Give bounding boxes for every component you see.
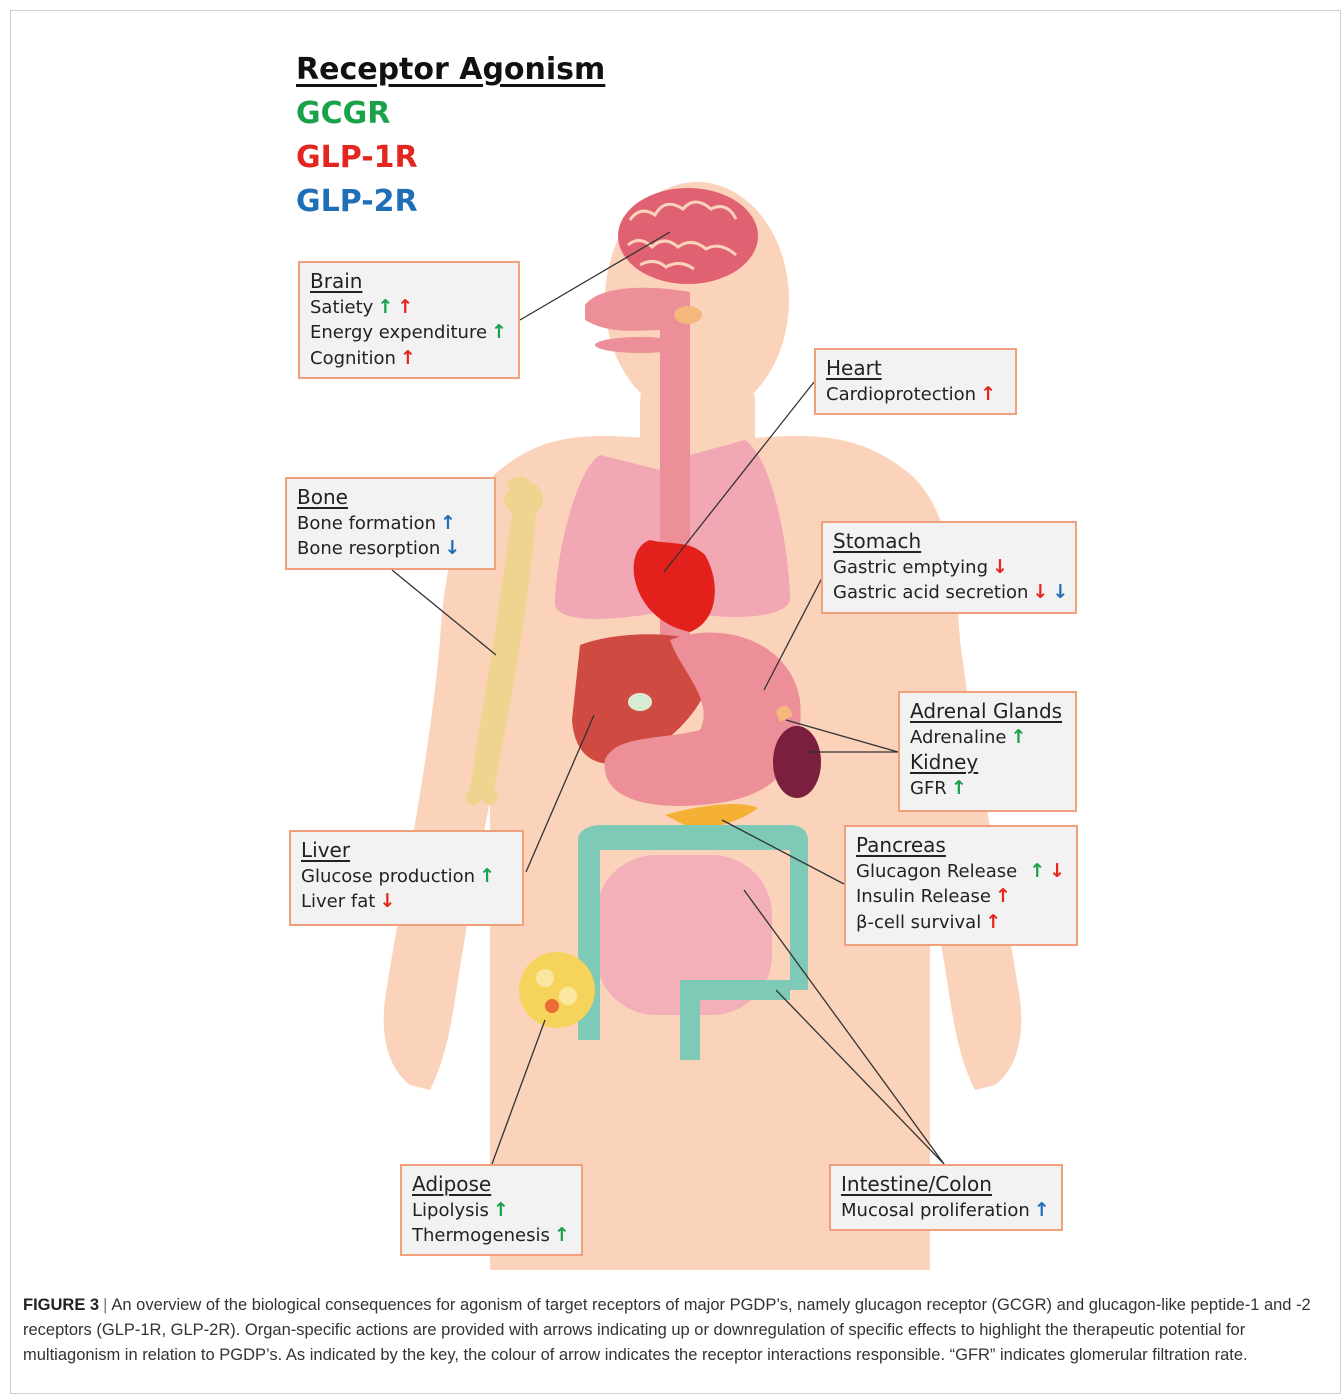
caption-separator: | (103, 1296, 107, 1314)
liver-box: Liver Glucose production↑ Liver fat↓ (289, 830, 524, 926)
intestine-box: Intestine/Colon Mucosal proliferation↑ (829, 1164, 1063, 1231)
up-arrow-icon: ↑ (1010, 726, 1026, 748)
pancreas-row-insulin: Insulin Release↑ (856, 884, 1066, 910)
adipose-heading: Adipose (412, 1172, 571, 1198)
heart-box: Heart Cardioprotection↑ (814, 348, 1017, 415)
brain-heading: Brain (310, 269, 508, 295)
up-arrow-icon: ↑ (377, 296, 393, 318)
kidney-row-gfr: GFR↑ (910, 776, 1065, 802)
adipose-row-thermogenesis: Thermogenesis↑ (412, 1223, 571, 1249)
stomach-row-acid: Gastric acid secretion↓↓ (833, 580, 1065, 606)
down-arrow-icon: ↓ (1052, 581, 1068, 603)
salivary-gland (674, 306, 702, 324)
up-arrow-icon: ↑ (554, 1224, 570, 1246)
down-arrow-icon: ↓ (1032, 581, 1048, 603)
bone-box: Bone Bone formation↑ Bone resorption↓ (285, 477, 496, 570)
up-arrow-icon: ↑ (397, 296, 413, 318)
pancreas-box: Pancreas Glucagon Release↑↓ Insulin Rele… (844, 825, 1078, 946)
adrenal-kidney-box: Adrenal Glands Adrenaline↑ Kidney GFR↑ (898, 691, 1077, 812)
intestine-row-mucosal: Mucosal proliferation↑ (841, 1198, 1051, 1224)
legend-title: Receptor Agonism (296, 52, 605, 87)
kidney-organ (773, 726, 821, 798)
adipose-tissue (519, 952, 595, 1028)
down-arrow-icon: ↓ (992, 556, 1008, 578)
up-arrow-icon: ↑ (995, 885, 1011, 907)
bone-row-resorption: Bone resorption↓ (297, 536, 484, 562)
brain-organ (618, 188, 758, 284)
up-arrow-icon: ↑ (479, 865, 495, 887)
liver-row-fat: Liver fat↓ (301, 889, 512, 915)
pancreas-row-glucagon: Glucagon Release↑↓ (856, 859, 1066, 885)
up-arrow-icon: ↑ (951, 777, 967, 799)
stomach-box: Stomach Gastric emptying↓ Gastric acid s… (821, 521, 1077, 614)
up-arrow-icon: ↑ (980, 383, 996, 405)
legend-glp2r: GLP-2R (296, 184, 418, 219)
bone-row-formation: Bone formation↑ (297, 511, 484, 537)
brain-row-satiety: Satiety↑↑ (310, 295, 508, 321)
caption-text: An overview of the biological consequenc… (23, 1296, 1311, 1364)
legend-glp1r: GLP-1R (296, 140, 418, 175)
heart-row-cardioprotection: Cardioprotection↑ (826, 382, 1005, 408)
figure-caption: FIGURE 3|An overview of the biological c… (23, 1293, 1323, 1368)
down-arrow-icon: ↓ (379, 890, 395, 912)
up-arrow-icon: ↑ (440, 512, 456, 534)
liver-heading: Liver (301, 838, 512, 864)
up-arrow-icon: ↑ (491, 321, 507, 343)
kidney-heading: Kidney (910, 750, 1065, 776)
adrenal-row-adrenaline: Adrenaline↑ (910, 725, 1065, 751)
up-arrow-icon: ↑ (1034, 1199, 1050, 1221)
brain-box: Brain Satiety↑↑ Energy expenditure↑ Cogn… (298, 261, 520, 379)
brain-row-cognition: Cognition↑ (310, 346, 508, 372)
down-arrow-icon: ↓ (1049, 860, 1065, 882)
up-arrow-icon: ↑ (1029, 860, 1045, 882)
up-arrow-icon: ↑ (493, 1199, 509, 1221)
gallbladder (628, 693, 652, 711)
down-arrow-icon: ↓ (444, 537, 460, 559)
legend-gcgr: GCGR (296, 96, 390, 131)
heart-heading: Heart (826, 356, 1005, 382)
intestine-heading: Intestine/Colon (841, 1172, 1051, 1198)
body-illustration (0, 0, 1344, 1290)
up-arrow-icon: ↑ (400, 347, 416, 369)
adipose-box: Adipose Lipolysis↑ Thermogenesis↑ (400, 1164, 583, 1256)
adipose-row-lipolysis: Lipolysis↑ (412, 1198, 571, 1224)
stomach-heading: Stomach (833, 529, 1065, 555)
figure-label: FIGURE 3 (23, 1296, 99, 1314)
bone-heading: Bone (297, 485, 484, 511)
pancreas-row-beta-cell: β-cell survival↑ (856, 910, 1066, 936)
pancreas-heading: Pancreas (856, 833, 1066, 859)
adrenal-heading: Adrenal Glands (910, 699, 1065, 725)
stomach-row-emptying: Gastric emptying↓ (833, 555, 1065, 581)
liver-row-glucose: Glucose production↑ (301, 864, 512, 890)
up-arrow-icon: ↑ (985, 911, 1001, 933)
brain-row-energy: Energy expenditure↑ (310, 320, 508, 346)
